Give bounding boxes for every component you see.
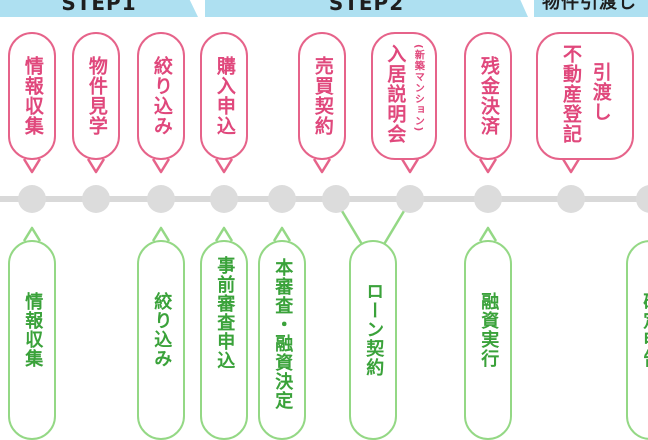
loan-disbursement: 融資実行 (464, 240, 512, 440)
tail-top-5 (312, 158, 332, 174)
step-label: 絞り込み (150, 56, 173, 136)
tail-top-3 (151, 158, 171, 174)
step-label: 引渡し (589, 62, 612, 122)
timeline-dot (18, 185, 46, 213)
step-label: 売買契約 (311, 56, 334, 136)
loan-pre-screening: 事前審査申込 (200, 240, 248, 440)
step-property-tour: 物件見学 (72, 32, 120, 160)
step-label: 残金決済 (477, 56, 500, 136)
timeline-dot (474, 185, 502, 213)
step-label: 購入申込 (213, 56, 236, 136)
loan-tax-return: 確定申告 (626, 240, 648, 440)
tail-top-8 (561, 158, 581, 174)
loan-narrow-down: 絞り込み (137, 240, 185, 440)
tail-top-6 (400, 158, 420, 174)
timeline-dot (268, 185, 296, 213)
loan-final-approval: 本審査・融資決定 (258, 240, 306, 440)
timeline-dot (82, 185, 110, 213)
tail-bottom-4 (272, 226, 292, 242)
timeline-dot (636, 185, 648, 213)
tail-bottom-1 (22, 226, 42, 242)
loan-info-gathering: 情報収集 (8, 240, 56, 440)
step-label: 事前審査申込 (214, 256, 236, 370)
loan-contract: ローン契約 (349, 240, 397, 440)
step-label: 情報収集 (21, 56, 44, 136)
step-sales-contract: 売買契約 (298, 32, 346, 160)
tail-top-2 (86, 158, 106, 174)
step-final-settlement: 残金決済 (464, 32, 512, 160)
callout-tails (22, 158, 581, 247)
step-label: 入居説明会 (384, 44, 407, 144)
step-label: 確定申告 (640, 292, 648, 368)
step-purchase-application: 購入申込 (200, 32, 248, 160)
step-label: 物件見学 (85, 56, 108, 136)
step-label: 絞り込み (151, 292, 173, 368)
tail-bottom-2 (151, 226, 171, 242)
step-move-in-briefing: 入居説明会 (新築マンション) (371, 32, 437, 160)
step1-banner: STEP1 (0, 0, 198, 17)
tail-bottom-5 (478, 226, 498, 242)
tail-top-7 (478, 158, 498, 174)
timeline-dot (557, 185, 585, 213)
step-label: ローン契約 (363, 282, 385, 377)
timeline-dot (210, 185, 238, 213)
step-narrow-down: 絞り込み (137, 32, 185, 160)
tail-bottom-3 (214, 226, 234, 242)
step-label: 融資実行 (478, 292, 500, 368)
timeline-dot (147, 185, 175, 213)
step-info-gathering: 情報収集 (8, 32, 56, 160)
step-registration-handover: 不動産登記 引渡し (536, 32, 634, 160)
step3-banner: 物件引渡し (534, 0, 648, 17)
tail-top-4 (214, 158, 234, 174)
step-label: 情報収集 (22, 292, 44, 368)
step2-banner: STEP2 (205, 0, 528, 17)
timeline-dot (322, 185, 350, 213)
tail-top-1 (22, 158, 42, 174)
step-sublabel: (新築マンション) (412, 44, 424, 133)
step-label: 本審査・融資決定 (272, 258, 294, 410)
timeline-dot (396, 185, 424, 213)
step-label: 不動産登記 (560, 44, 582, 144)
